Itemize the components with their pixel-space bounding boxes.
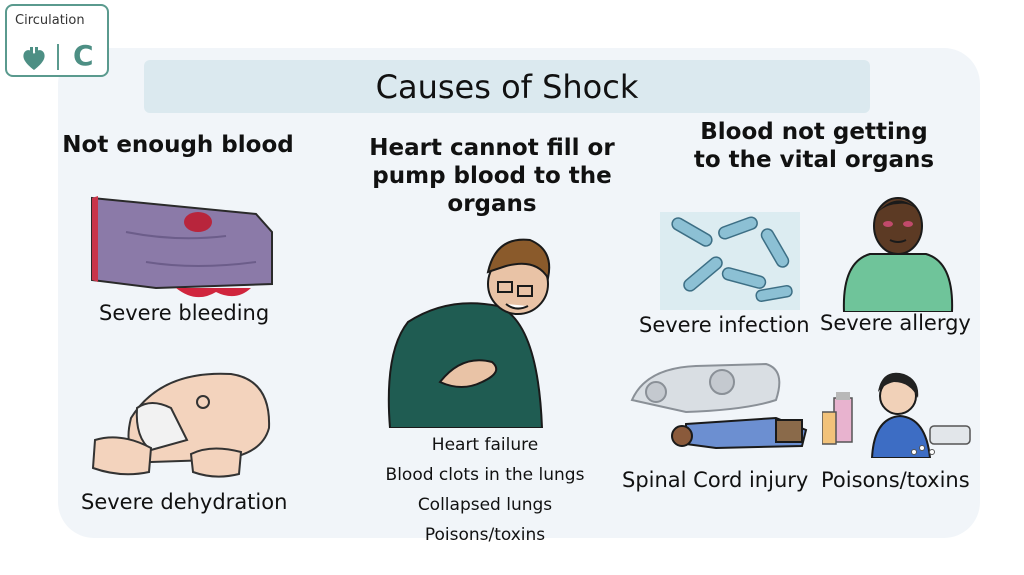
list-item-heart-failure: Heart failure [431, 435, 539, 455]
list-item-poisons: Poisons/toxins [424, 525, 546, 545]
car-accident-image [630, 362, 808, 450]
dehydrated-baby-image [91, 372, 271, 478]
child-with-pills-image [822, 372, 971, 458]
caption-severe-allergy: Severe allergy [820, 311, 971, 335]
title-bar: Causes of Shock [144, 60, 870, 113]
caption-severe-bleeding: Severe bleeding [99, 301, 270, 325]
bleeding-leg-image [91, 196, 273, 298]
caption-severe-dehydration: Severe dehydration [81, 490, 288, 514]
heading-blood-not-getting: Blood not getting to the vital organs [693, 119, 935, 173]
heart-icon [23, 47, 45, 70]
page-title: Causes of Shock [375, 67, 639, 106]
caption-poisons-toxins: Poisons/toxins [821, 468, 970, 492]
badge-divider [57, 44, 59, 70]
heading-not-enough-blood: Not enough blood [62, 132, 294, 158]
caption-severe-infection: Severe infection [639, 313, 810, 337]
badge-letter: C [73, 39, 94, 72]
caption-spinal-cord-injury: Spinal Cord injury [622, 468, 809, 492]
bacteria-image [660, 212, 800, 310]
list-item-blood-clots: Blood clots in the lungs [385, 465, 585, 485]
allergic-reaction-image [842, 197, 954, 312]
circulation-badge: Circulation C [5, 4, 109, 77]
chest-pain-man-image [387, 238, 551, 428]
heading-heart-cannot-fill: Heart cannot fill or pump blood to the o… [369, 135, 615, 217]
list-item-collapsed-lungs: Collapsed lungs [417, 495, 553, 515]
badge-label: Circulation [15, 13, 85, 28]
